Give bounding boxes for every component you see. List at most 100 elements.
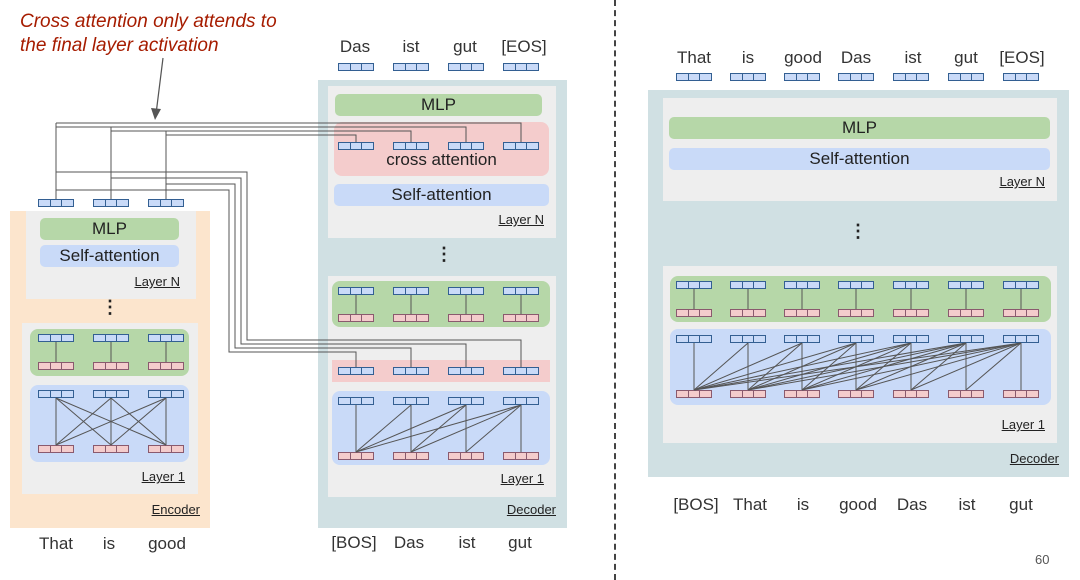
encoder-output-token xyxy=(38,199,74,207)
decoder-attn-input-token xyxy=(393,452,429,460)
decoder-attention-edge xyxy=(355,404,412,453)
decoder-only-layer-n-label: Layer N xyxy=(999,174,1045,189)
decoder-only-output-token xyxy=(676,73,712,81)
decoder-only-attention-edge xyxy=(747,342,1022,391)
encoder-mlp-input-token xyxy=(148,362,184,370)
decoder-mlp-input-token xyxy=(338,314,374,322)
decoder-only-attn-token xyxy=(838,335,874,343)
decoder-mlp-token xyxy=(338,287,374,295)
decoder-attention-edge xyxy=(410,404,522,453)
encoder-attention-edge xyxy=(110,397,167,446)
decoder-attn-input-token xyxy=(448,452,484,460)
annotation-arrow xyxy=(155,57,164,115)
decoder-only-attn-input-token xyxy=(676,390,712,398)
decoder-only-output-4: ist xyxy=(904,48,922,67)
decoder-only-attn-token xyxy=(784,335,820,343)
encoder-self-attention: Self-attention xyxy=(40,245,179,267)
decoder-output-2: gut xyxy=(453,37,477,56)
decoder-only-attention-edge xyxy=(855,342,1022,391)
annotation-line-2: the final layer activation xyxy=(20,35,219,56)
encoder-attn-token xyxy=(148,390,184,398)
encoder-mlp-input-token xyxy=(38,362,74,370)
cross-wire-layer-1 xyxy=(165,183,412,367)
decoder-only-mlp-token xyxy=(838,281,874,289)
encoder-output-token xyxy=(148,199,184,207)
decoder-only-mlp-token xyxy=(784,281,820,289)
encoder-input-2: good xyxy=(148,534,186,553)
decoder-input-2: ist xyxy=(458,533,476,552)
decoder-attention-edge xyxy=(465,404,522,453)
encoder-attn-input-token xyxy=(148,445,184,453)
cross-wire-layer-n xyxy=(56,122,522,142)
decoder-only-attn-token xyxy=(948,335,984,343)
decoder-output-1: ist xyxy=(402,37,420,56)
decoder-cross-token xyxy=(338,142,374,150)
decoder-output-token xyxy=(338,63,374,71)
decoder-only-attention-edge xyxy=(693,342,967,391)
decoder-only-mlp-token xyxy=(893,281,929,289)
decoder-cross-token xyxy=(448,142,484,150)
decoder-only-attention-edge xyxy=(693,342,1022,391)
encoder-layer-1-label: Layer 1 xyxy=(141,469,185,484)
decoder-only-mlp-token xyxy=(1003,281,1039,289)
decoder-only-output-1: is xyxy=(741,48,755,67)
decoder-only-output-token xyxy=(893,73,929,81)
decoder-output-token xyxy=(393,63,429,71)
decoder-mlp: MLP xyxy=(335,94,542,116)
cross-wire-layer-n xyxy=(56,126,467,142)
annotation-text: Cross attention only attends to the fina… xyxy=(20,10,277,58)
decoder-mlp-token xyxy=(448,287,484,295)
decoder-only-input-0: [BOS] xyxy=(673,495,719,514)
decoder-output-0: Das xyxy=(339,37,371,56)
decoder-only-attn-input-token xyxy=(893,390,929,398)
decoder-only-output-token xyxy=(838,73,874,81)
decoder-layer-1-label: Layer 1 xyxy=(500,471,544,486)
encoder-attention-edge xyxy=(55,397,112,446)
encoder-output-token xyxy=(93,199,129,207)
cross-wire-layer-1 xyxy=(55,171,522,367)
decoder-only-attn-input-token xyxy=(948,390,984,398)
decoder-only-output-token xyxy=(784,73,820,81)
decoder-input-0: [BOS] xyxy=(331,533,377,552)
decoder-only-input-1: That xyxy=(732,495,768,514)
decoder-only-mlp-input-token xyxy=(893,309,929,317)
encoder-layer-n-label: Layer N xyxy=(134,274,180,289)
decoder-attn-input-token xyxy=(338,452,374,460)
encoder-mlp-input-token xyxy=(93,362,129,370)
decoder-only-mlp-input-token xyxy=(948,309,984,317)
decoder-only-attn-token xyxy=(893,335,929,343)
decoder-only-mlp-input-token xyxy=(676,309,712,317)
encoder-mlp-token xyxy=(93,334,129,342)
decoder-only-attn-input-token xyxy=(784,390,820,398)
decoder-mlp-input-token xyxy=(448,314,484,322)
decoder-only-attention-edge xyxy=(910,342,1022,391)
decoder-cross1-token xyxy=(448,367,484,375)
encoder-attn-token xyxy=(38,390,74,398)
decoder-only-attention-edge xyxy=(693,342,912,391)
decoder-only-mlp-input-token xyxy=(838,309,874,317)
decoder-only-attn-token xyxy=(730,335,766,343)
decoder-only-input-2: is xyxy=(796,495,810,514)
encoder-attention-edge xyxy=(55,397,167,446)
decoder-attn-input-token xyxy=(503,452,539,460)
decoder-mlp-input-token xyxy=(503,314,539,322)
page-number: 60 xyxy=(1035,552,1050,567)
cross-wire-layer-1 xyxy=(110,177,467,367)
encoder-attn-token xyxy=(93,390,129,398)
encoder-input-1: is xyxy=(102,534,116,553)
decoder-only-title: Decoder xyxy=(1009,451,1059,466)
decoder-only-output-0: That xyxy=(676,48,712,67)
decoder-mlp-token xyxy=(503,287,539,295)
decoder-input-3: gut xyxy=(508,533,532,552)
decoder-only-layer-1-label: Layer 1 xyxy=(1001,417,1045,432)
encoder-attn-input-token xyxy=(38,445,74,453)
cross-wire-layer-1 xyxy=(55,189,357,367)
annotation-arrowhead xyxy=(151,108,161,120)
divider-dashed-line xyxy=(614,0,616,580)
decoder-only-attention-edge xyxy=(693,342,857,391)
decoder-only-input-3: good xyxy=(839,495,877,514)
decoder-only-output-token xyxy=(1003,73,1039,81)
decoder-only-self-attention: Self-attention xyxy=(669,148,1050,170)
encoder-attn-input-token xyxy=(93,445,129,453)
decoder-only-input-6: gut xyxy=(1009,495,1033,514)
